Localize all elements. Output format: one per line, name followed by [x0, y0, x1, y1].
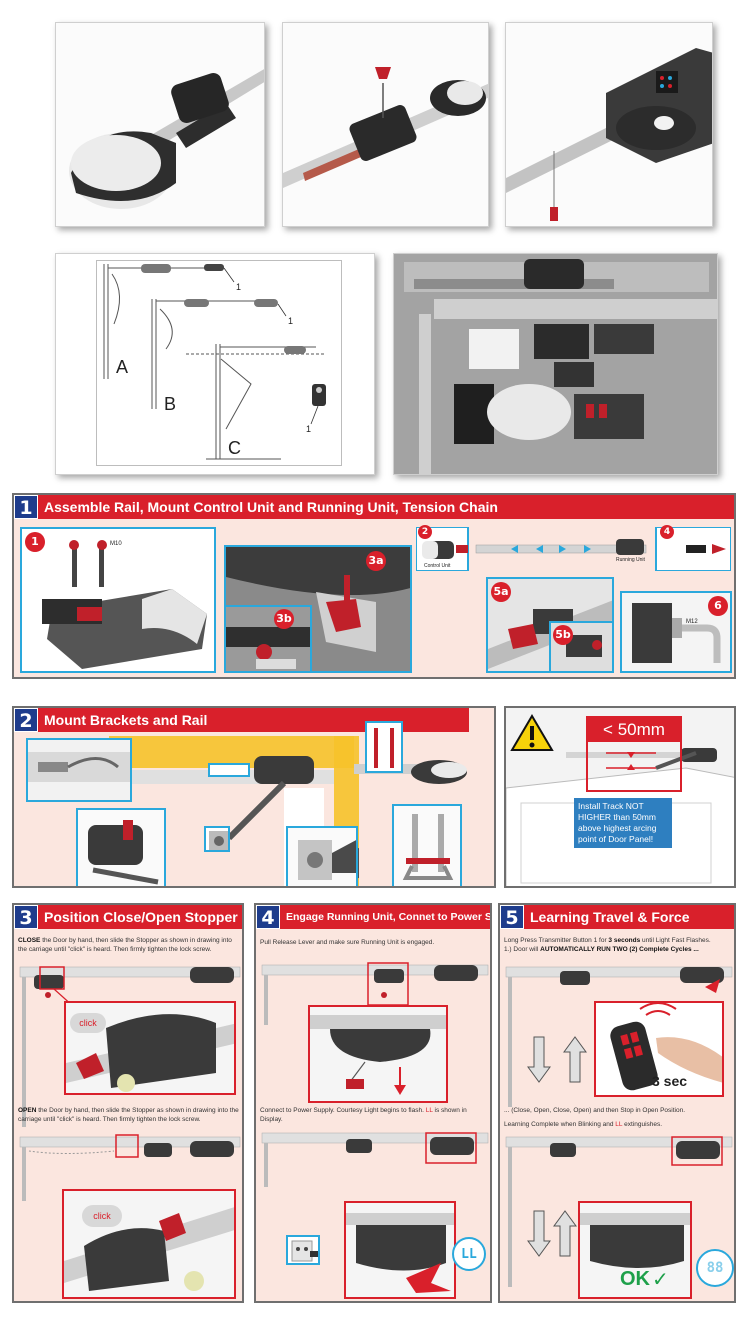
- learning-instruction-complete: Learning Complete when Blinking and LL e…: [504, 1121, 734, 1130]
- open-door-instruction: OPEN the Door by hand, then slide the St…: [18, 1107, 242, 1124]
- section-3-position-stopper: 3 Position Close/Open Stopper CLOSE the …: [12, 903, 244, 1303]
- learning-complete-b: extinguishes.: [622, 1121, 663, 1128]
- step-5b-badge: 5b: [553, 625, 573, 645]
- ok-text: OK: [620, 1267, 650, 1290]
- section-5-title: Learning Travel & Force: [524, 905, 734, 929]
- hanger-bracket-panel: [392, 804, 462, 886]
- section-4-engage-running-unit: 4 Engage Running Unit, Connet to Power S…: [254, 903, 492, 1303]
- close-keyword: CLOSE: [18, 937, 41, 944]
- learning-step-duration: 3 seconds: [608, 937, 641, 944]
- product-photo-running-unit: [282, 22, 489, 227]
- learning-complete-a: Learning Complete when Blinking and: [504, 1121, 616, 1128]
- display-code-badge: LL: [452, 1237, 486, 1271]
- click-bubble-bottom: click: [82, 1205, 122, 1227]
- screw-size-label: M12: [686, 619, 698, 625]
- learning-instruction-cycle: ... (Close, Open, Close, Open) and then …: [504, 1107, 686, 1114]
- power-instruction-code: LL: [425, 1107, 433, 1114]
- learning-line2-bold: AUTOMATICALLY RUN TWO (2) Complete Cycle…: [540, 945, 699, 953]
- courtesy-light-detail: [344, 1201, 456, 1299]
- step-6-badge: 6: [708, 596, 728, 616]
- distance-callout-box: < 50mm: [586, 716, 682, 792]
- learning-complete-detail: OK ✓: [578, 1201, 692, 1299]
- diagram-frame: [96, 260, 342, 466]
- section-warning-track-height: < 50mm Install Track NOT HIGHER than 50m…: [504, 706, 736, 888]
- rail-assembly-strip: 2 4 Control Unit Running Unit: [415, 525, 732, 572]
- wall-plate-small-panel: [204, 826, 230, 852]
- display-code-badge-final: 88: [696, 1249, 734, 1287]
- step-5a-badge: 5a: [491, 582, 511, 602]
- product-photo-motor-unit: [55, 22, 265, 227]
- stopper-close-detail: click: [64, 1001, 236, 1095]
- section-2-mount-brackets: 2 Mount Brackets and Rail: [12, 706, 496, 888]
- ok-label: OK ✓: [620, 1267, 669, 1291]
- section-4-number: 4: [256, 905, 280, 929]
- display-code-text: LL: [461, 1246, 477, 1262]
- installation-diagram: A B C 1 1 1: [55, 253, 375, 475]
- power-instruction-a: Connect to Power Supply. Courtesy Light …: [260, 1107, 426, 1114]
- learning-complete-code: LL: [615, 1121, 623, 1128]
- open-keyword: OPEN: [18, 1107, 37, 1114]
- step-5b-panel: 5b: [549, 621, 614, 673]
- step-2-badge: 2: [418, 525, 432, 539]
- step-3b-badge: 3b: [274, 609, 294, 629]
- kit-contents-photo: [393, 253, 718, 475]
- learning-step-b: until Light Fast Flashes.: [640, 937, 711, 944]
- section-5-number: 5: [500, 905, 524, 929]
- display-code-final-text: 88: [706, 1260, 724, 1276]
- section-3-header: 3 Position Close/Open Stopper: [14, 905, 242, 929]
- step-4-badge: 4: [660, 525, 674, 539]
- diagram-label-c: C: [228, 438, 241, 458]
- pull-release-instruction: Pull Release Lever and make sure Running…: [260, 939, 435, 946]
- section-5-learning-travel: 5 Learning Travel & Force Long Press Tra…: [498, 903, 736, 1303]
- section-4-header: 4 Engage Running Unit, Connet to Power S…: [256, 905, 490, 929]
- click-bubble-top: click: [70, 1013, 106, 1033]
- step-1-panel: 1 M10: [20, 527, 216, 673]
- power-instruction-b: is shown in Display.: [260, 1107, 467, 1123]
- product-photo-mounted-opener: [505, 22, 713, 227]
- release-lever-detail: [308, 1005, 448, 1103]
- press-duration-label: 3 sec: [652, 1073, 688, 1089]
- diagram-callout-1b: 1: [288, 316, 294, 326]
- control-unit-label: Control Unit: [424, 563, 451, 569]
- diagram-label-b: B: [164, 394, 177, 414]
- section-4-title: Engage Running Unit, Connet to Power Sup…: [280, 905, 490, 929]
- open-instruction-text: the Door by hand, then slide the Stopper…: [18, 1107, 239, 1123]
- section-3-title: Position Close/Open Stopper: [38, 905, 242, 929]
- section-1-number: 1: [14, 495, 38, 519]
- max-distance-label: < 50mm: [588, 718, 680, 742]
- remote-transmitter-detail: 3 sec: [594, 1001, 724, 1097]
- step-1-badge: 1: [25, 532, 45, 552]
- section-5-header: 5 Learning Travel & Force: [500, 905, 734, 929]
- running-unit-label: Running Unit: [616, 557, 645, 563]
- section-2-header: 2 Mount Brackets and Rail: [14, 708, 470, 732]
- release-lever-panel: [76, 808, 166, 886]
- learning-instruction-top: Long Press Transmitter Button 1 for 3 se…: [504, 937, 734, 954]
- section-1-title: Assemble Rail, Mount Control Unit and Ru…: [38, 495, 734, 519]
- diagram-callout-1c: 1: [306, 424, 312, 434]
- power-supply-instruction: Connect to Power Supply. Courtesy Light …: [260, 1107, 490, 1124]
- section-3-number: 3: [14, 905, 38, 929]
- close-door-instruction: CLOSE the Door by hand, then slide the S…: [18, 937, 242, 954]
- diagram-callout-1a: 1: [236, 282, 242, 292]
- wall-plate-detail-panel: [286, 826, 358, 886]
- diagram-label-a: A: [116, 357, 129, 377]
- step-3b-panel: 3b: [224, 605, 312, 673]
- power-outlet-detail: [286, 1235, 320, 1265]
- bolt-size-label: M10: [110, 541, 122, 547]
- section-2-title: Mount Brackets and Rail: [38, 708, 470, 732]
- checkmark-icon: ✓: [652, 1267, 669, 1291]
- step-3a-badge: 3a: [366, 551, 386, 571]
- learning-line2-a: 1.) Door will: [504, 945, 541, 953]
- track-height-warning-text: Install Track NOT HIGHER than 50mm above…: [574, 798, 672, 848]
- learning-step-a: Long Press Transmitter Button 1 for: [504, 937, 609, 944]
- section-2-number: 2: [14, 708, 38, 732]
- section-1-assemble-rail: 1 Assemble Rail, Mount Control Unit and …: [12, 493, 736, 679]
- stopper-open-detail: click: [62, 1189, 236, 1299]
- step-6-panel: 6 M12: [620, 591, 732, 673]
- section-1-header: 1 Assemble Rail, Mount Control Unit and …: [14, 495, 734, 519]
- bracket-detail-panel: [26, 738, 132, 802]
- close-instruction-text: the Door by hand, then slide the Stopper…: [18, 937, 232, 953]
